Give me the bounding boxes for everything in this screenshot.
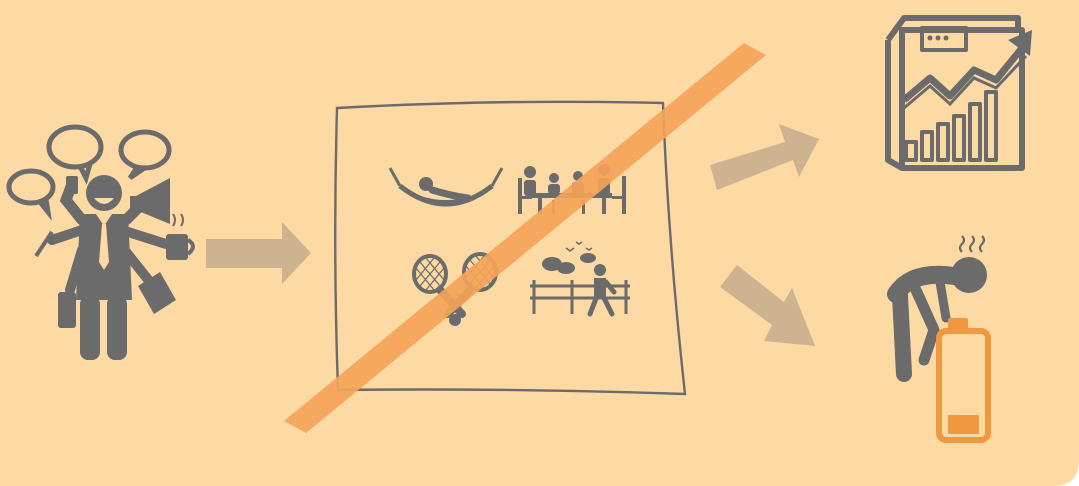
battery-charge-level <box>948 415 979 434</box>
